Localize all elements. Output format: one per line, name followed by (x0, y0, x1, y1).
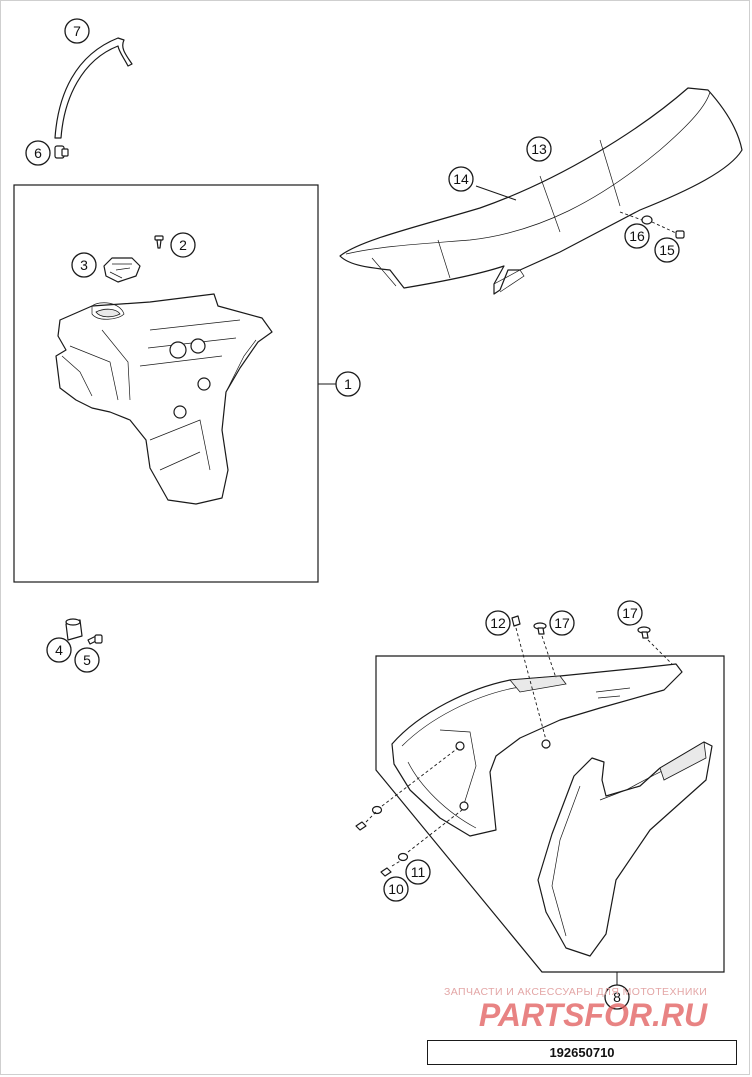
tank-spoiler-right[interactable] (537, 741, 713, 957)
fuel-cap[interactable] (103, 257, 141, 283)
callout-15: 15 (654, 237, 680, 263)
callout-11: 11 (405, 859, 431, 885)
svg-text:12: 12 (490, 615, 506, 631)
spoiler-bolt-b[interactable] (637, 626, 651, 639)
svg-text:4: 4 (55, 642, 63, 658)
callout-4: 4 (46, 637, 72, 663)
spacer-sleeve[interactable] (65, 618, 83, 641)
spacer-bolt[interactable] (87, 634, 103, 645)
callout-8: 8 (604, 984, 630, 1010)
spoiler-nut[interactable] (511, 615, 521, 627)
callout-1: 1 (335, 371, 361, 397)
callout-12: 12 (485, 610, 511, 636)
svg-text:6: 6 (34, 145, 42, 161)
fuel-tank[interactable] (55, 293, 273, 505)
svg-text:7: 7 (73, 23, 81, 39)
svg-text:14: 14 (453, 171, 469, 187)
callout-5: 5 (74, 647, 100, 673)
callout-17-left: 17 (549, 610, 575, 636)
svg-text:17: 17 (622, 605, 638, 621)
callout-10: 10 (383, 876, 409, 902)
spoiler-screw-upper[interactable] (355, 805, 383, 831)
svg-text:15: 15 (659, 242, 675, 258)
tank-cap-screw[interactable] (154, 235, 164, 249)
callout-7: 7 (64, 18, 90, 44)
svg-text:8: 8 (613, 989, 621, 1005)
svg-text:1: 1 (344, 376, 352, 392)
spoiler-bolt-a[interactable] (533, 622, 547, 635)
watermark-tagline: ЗАПЧАСТИ И АКСЕССУАРЫ ДЛЯ МОТОТЕХНИКИ (444, 986, 708, 998)
callout-6: 6 (25, 140, 51, 166)
seat[interactable] (339, 87, 743, 295)
seat-screw[interactable] (675, 230, 685, 239)
hose-clip[interactable] (54, 145, 69, 159)
seat-collar-bushing[interactable] (641, 215, 653, 225)
callout-16: 16 (624, 223, 650, 249)
svg-text:17: 17 (554, 615, 570, 631)
watermark-logo: PARTSFOR.RU (479, 998, 708, 1032)
svg-text:10: 10 (388, 881, 404, 897)
spoiler-kit-frame (375, 655, 725, 973)
callout-3: 3 (71, 252, 97, 278)
svg-text:11: 11 (411, 864, 426, 880)
callout-2: 2 (170, 232, 196, 258)
tank-spoiler-left[interactable] (391, 663, 683, 837)
svg-text:5: 5 (83, 652, 91, 668)
callout-14: 14 (448, 166, 474, 192)
svg-text:2: 2 (179, 237, 187, 253)
svg-text:3: 3 (80, 257, 88, 273)
fuel-hose[interactable] (54, 37, 133, 139)
callout-17-right: 17 (617, 600, 643, 626)
callout-13: 13 (526, 136, 552, 162)
spoiler-screw-lower[interactable] (380, 852, 409, 877)
catalog-number: 192650710 (427, 1040, 737, 1065)
svg-text:16: 16 (629, 228, 645, 244)
svg-text:13: 13 (531, 141, 547, 157)
watermark-logo-text: PARTSFOR.RU (479, 998, 708, 1032)
